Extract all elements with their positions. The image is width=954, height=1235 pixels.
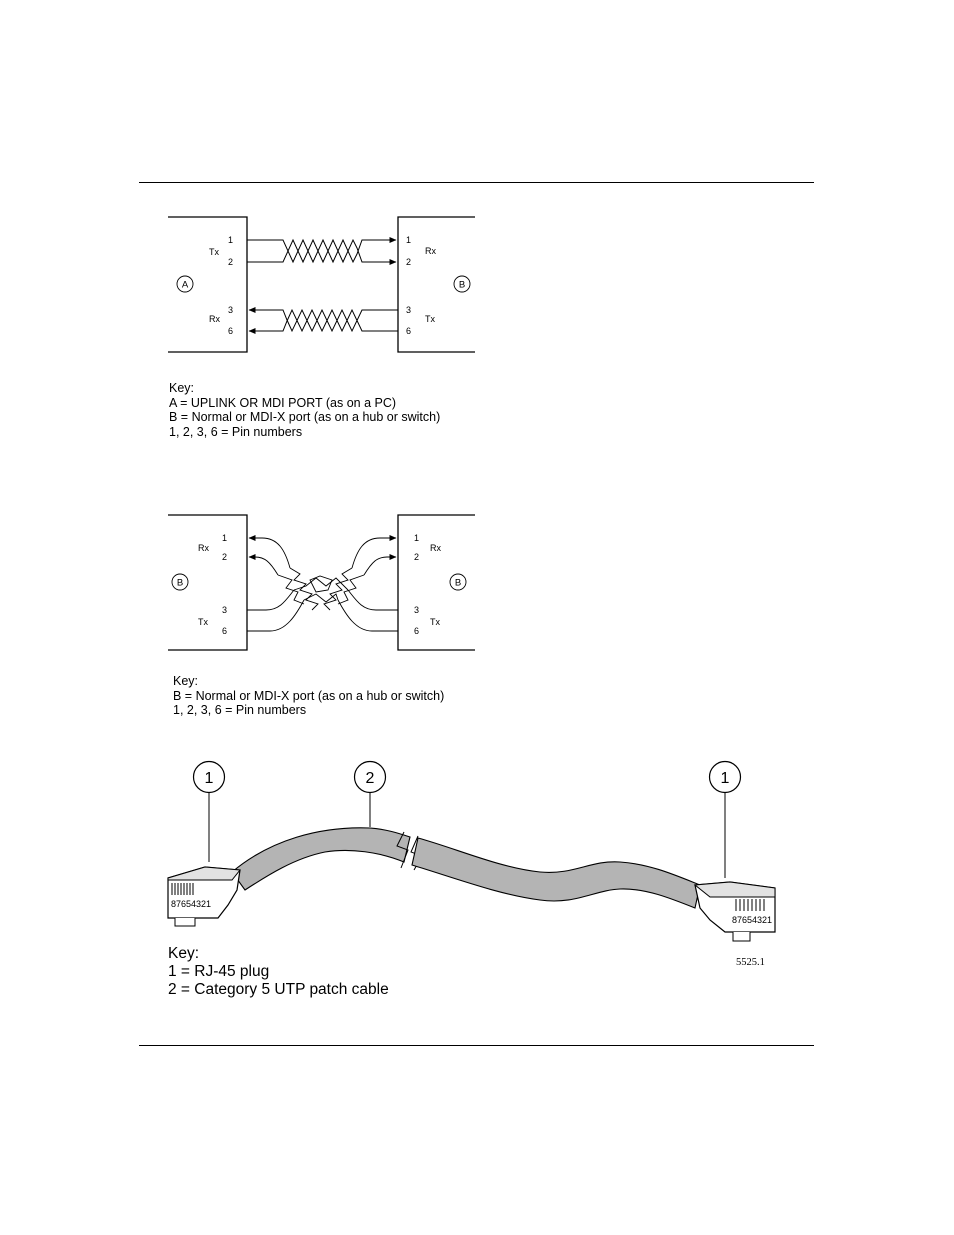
pin-label: 1 xyxy=(222,533,227,543)
pin-label: 2 xyxy=(406,257,411,267)
pin-label: 1 xyxy=(228,235,233,245)
port-b-letter: B xyxy=(177,578,183,589)
pin-label: 2 xyxy=(228,257,233,267)
key-heading: Key: xyxy=(168,945,200,962)
cable-right-segment xyxy=(411,837,701,909)
callout-plug-right xyxy=(708,760,742,794)
pin-label: 2 xyxy=(414,552,419,562)
cable-left-segment xyxy=(231,827,411,891)
straight-through-diagram: 1 2 3 6 Tx Rx 1 2 3 6 Rx Tx A B xyxy=(168,216,475,353)
pin-label: 1 xyxy=(406,235,411,245)
twisted-pair-tx xyxy=(247,237,397,265)
callout-number: 1 xyxy=(205,770,214,787)
callout-number: 2 xyxy=(366,770,375,787)
figure3-key: Key: 1 = RJ-45 plug 2 = Category 5 UTP p… xyxy=(168,945,389,999)
key-line: B = Normal or MDI-X port (as on a hub or… xyxy=(173,688,445,703)
twisted-pair-rx xyxy=(248,307,398,334)
port-a-letter: A xyxy=(182,280,189,291)
port-box-right xyxy=(397,216,475,353)
key-line: B = Normal or MDI-X port (as on a hub or… xyxy=(169,410,441,424)
callout-cable xyxy=(353,760,387,794)
port-a-marker xyxy=(176,275,194,293)
key-line: 1 = RJ-45 plug xyxy=(168,963,270,980)
port-b-marker-left xyxy=(171,573,189,591)
callout-plug-left xyxy=(192,760,226,794)
key-line: 1, 2, 3, 6 = Pin numbers xyxy=(173,703,307,717)
port-b-letter: B xyxy=(455,578,461,589)
pin-label: 6 xyxy=(228,326,233,336)
rj45-plug-left: 87654321 xyxy=(167,866,241,927)
cable-break xyxy=(396,831,409,869)
top-rule xyxy=(139,182,814,183)
crossover-diagram: 1 2 3 6 Rx Tx 1 2 3 6 Rx Tx B B xyxy=(168,514,475,651)
port-box-left xyxy=(168,216,248,353)
pin-label: 2 xyxy=(222,552,227,562)
key-line: 2 = Category 5 UTP patch cable xyxy=(168,981,389,998)
figure2-key: Key: B = Normal or MDI-X port (as on a h… xyxy=(173,674,444,718)
port-box-left xyxy=(168,514,248,651)
tx-label: Tx xyxy=(430,617,440,627)
rx-label: Rx xyxy=(209,314,220,324)
pin-label: 3 xyxy=(414,605,419,615)
crossover-wires xyxy=(247,535,398,632)
pin-label: 6 xyxy=(406,326,411,336)
pin-label: 6 xyxy=(414,626,419,636)
tx-label: Tx xyxy=(425,314,435,324)
port-box-right xyxy=(397,514,475,651)
port-b-letter: B xyxy=(459,280,465,291)
key-line: A = UPLINK OR MDI PORT (as on a PC) xyxy=(169,395,397,410)
callout-number: 1 xyxy=(721,770,730,787)
rj45-plug-right: 87654321 xyxy=(693,881,776,942)
rx-label: Rx xyxy=(198,543,209,553)
bottom-rule xyxy=(139,1045,814,1046)
figure1-key: Key: A = UPLINK OR MDI PORT (as on a PC)… xyxy=(169,381,440,439)
rx-label: Rx xyxy=(425,246,436,256)
key-heading: Key: xyxy=(169,381,195,395)
pin-label: 3 xyxy=(228,305,233,315)
plug-pin-numbers: 87654321 xyxy=(732,915,772,925)
tx-label: Tx xyxy=(209,247,219,257)
port-b-marker xyxy=(453,275,471,293)
plug-pin-numbers: 87654321 xyxy=(171,899,211,909)
patch-cable-illustration: 1 2 1 87654321 87654321 xyxy=(167,760,776,968)
pin-label: 3 xyxy=(222,605,227,615)
tx-label: Tx xyxy=(198,617,208,627)
figure-number: 5525.1 xyxy=(736,957,765,968)
port-b-marker-right xyxy=(449,573,467,591)
key-heading: Key: xyxy=(173,674,199,688)
pin-label: 1 xyxy=(414,533,419,543)
pin-label: 6 xyxy=(222,626,227,636)
key-line: 1, 2, 3, 6 = Pin numbers xyxy=(169,424,303,439)
pin-label: 3 xyxy=(406,305,411,315)
rx-label: Rx xyxy=(430,543,441,553)
